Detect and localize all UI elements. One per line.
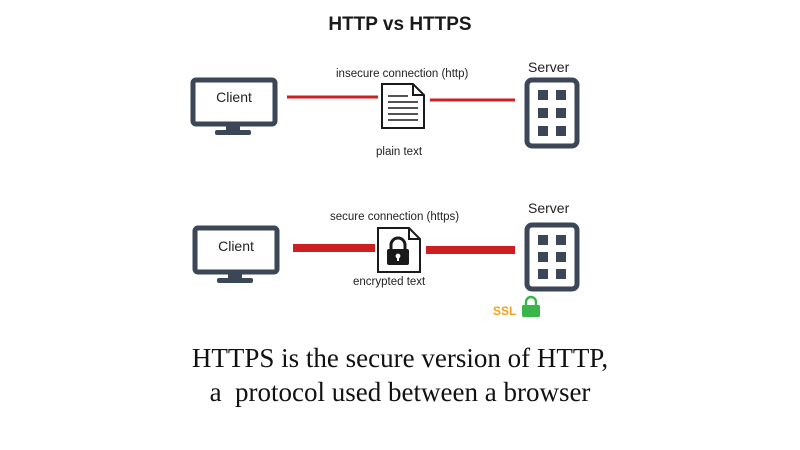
- https-client-monitor-icon: [192, 225, 280, 283]
- https-client-label: Client: [218, 238, 254, 254]
- caption-line-2: a protocol used between a browser: [209, 377, 591, 407]
- https-connection-line-right: [426, 246, 515, 254]
- https-connection-label: secure connection (https): [330, 211, 460, 223]
- http-client-monitor-icon: [190, 77, 278, 135]
- diagram-title: HTTP vs HTTPS: [328, 14, 472, 35]
- http-connection-label: insecure connection (http): [336, 68, 469, 80]
- http-server-label: Server: [528, 59, 570, 75]
- https-connection-line: [293, 244, 375, 252]
- document-icon: [381, 83, 425, 129]
- diagram-graphics: [190, 77, 580, 317]
- ssl-label: SSL: [493, 304, 517, 318]
- ssl-padlock-icon: [522, 295, 540, 317]
- encrypted-text-label: encrypted text: [353, 276, 426, 288]
- http-client-label: Client: [216, 89, 252, 105]
- caption-line-1: HTTPS is the secure version of HTTP,: [191, 343, 609, 373]
- http-server-icon: [524, 77, 580, 149]
- https-server-label: Server: [528, 200, 570, 216]
- locked-document-icon: [377, 227, 421, 273]
- https-server-icon: [524, 222, 580, 292]
- plain-text-label: plain text: [376, 146, 423, 158]
